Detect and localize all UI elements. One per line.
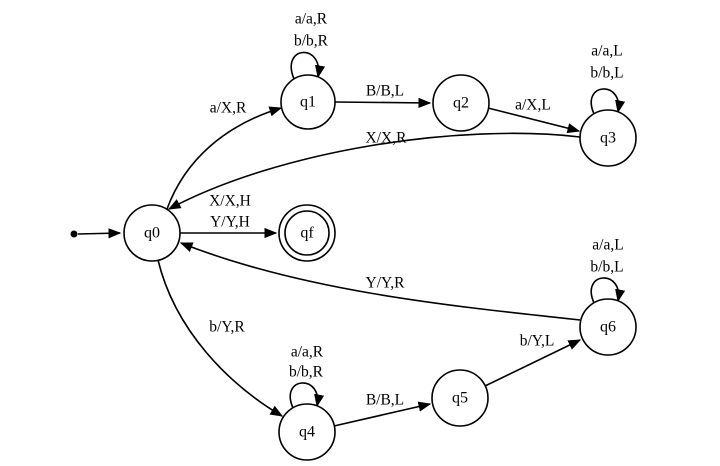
start-dot [70,230,78,238]
labels-layer: a/X,R a/a,R b/b,R B/B,L a/X,L a/a,L b/b,L X/X,R… [209,11,624,409]
edge-q5-to-q6-label-0: b/Y,L [520,333,555,350]
edge-q4-to-q5 [333,401,432,427]
edge-q3-to-q0 [167,132,581,210]
state-q4-circle [278,403,336,461]
edge-q1-to-q2 [334,97,432,108]
transitions-layer [70,51,626,427]
edge-q2-to-q3-label-0: a/X,L [515,97,551,114]
edge-q3-to-q0-label-0: X/X,R [366,130,408,147]
state-q2-label: q2 [453,95,469,112]
state-qf-accepting-inner-ring [284,210,330,256]
edge-q3-self-loop [590,88,626,115]
edge-q2-to-q3 [487,107,581,134]
state-qf-label: qf [300,225,314,242]
edge-q5-to-q6 [484,339,582,387]
edge-q0-to-q1-label-0: a/X,R [210,100,247,117]
edge-q1-self-loop-label-0: a/a,R [295,11,328,28]
state-q2-circle [432,74,490,132]
edge-q6-self-loop-label-0: a/a,L [592,237,623,254]
edge-q3-self-loop-label-0: a/a,L [591,43,622,60]
edge-q4-self-loop-label-1: b/b,R [289,364,324,381]
state-q3-label: q3 [600,130,616,147]
edge-q6-to-q0 [179,242,581,321]
state-q4-label: q4 [299,424,315,441]
edge-q6-to-q0-label-0: Y/Y,R [366,275,406,292]
edge-q4-self-loop-label-0: a/a,R [291,344,324,361]
edge-q4-self-loop [289,382,325,409]
edge-q3-self-loop-label-1: b/b,L [590,65,623,82]
state-q5-label: q5 [452,390,468,407]
edge-q0-to-q1 [166,106,283,210]
edge-q4-to-q5-label-0: B/B,L [366,392,404,409]
state-q0-label: q0 [144,225,160,242]
state-q6-circle [579,298,637,356]
state-q6-label: q6 [600,319,616,336]
state-q5-circle [431,369,489,427]
edge-q0-to-q4-label-0: b/Y,R [209,319,245,336]
states-layer: q0 q1 q2 q3 qf q4 q5 q6 [123,74,637,461]
state-q0-circle [123,204,181,262]
edge-q6-self-loop [590,277,626,304]
edge-q0-to-qf-label-1: Y/Y,H [210,214,250,231]
edge-q1-to-q2-label-0: B/B,L [366,83,404,100]
edge-q0-to-qf-label-0: X/X,H [209,193,251,210]
edge-q1-self-loop-label-1: b/b,R [294,33,329,50]
edge-q6-self-loop-label-1: b/b,L [590,259,623,276]
state-q3-circle [579,109,637,167]
state-q1-label: q1 [300,94,316,111]
start-arrow [77,228,122,239]
edge-q0-to-q4 [157,259,284,417]
edge-q1-self-loop [290,51,326,80]
state-q1-circle [280,74,336,130]
